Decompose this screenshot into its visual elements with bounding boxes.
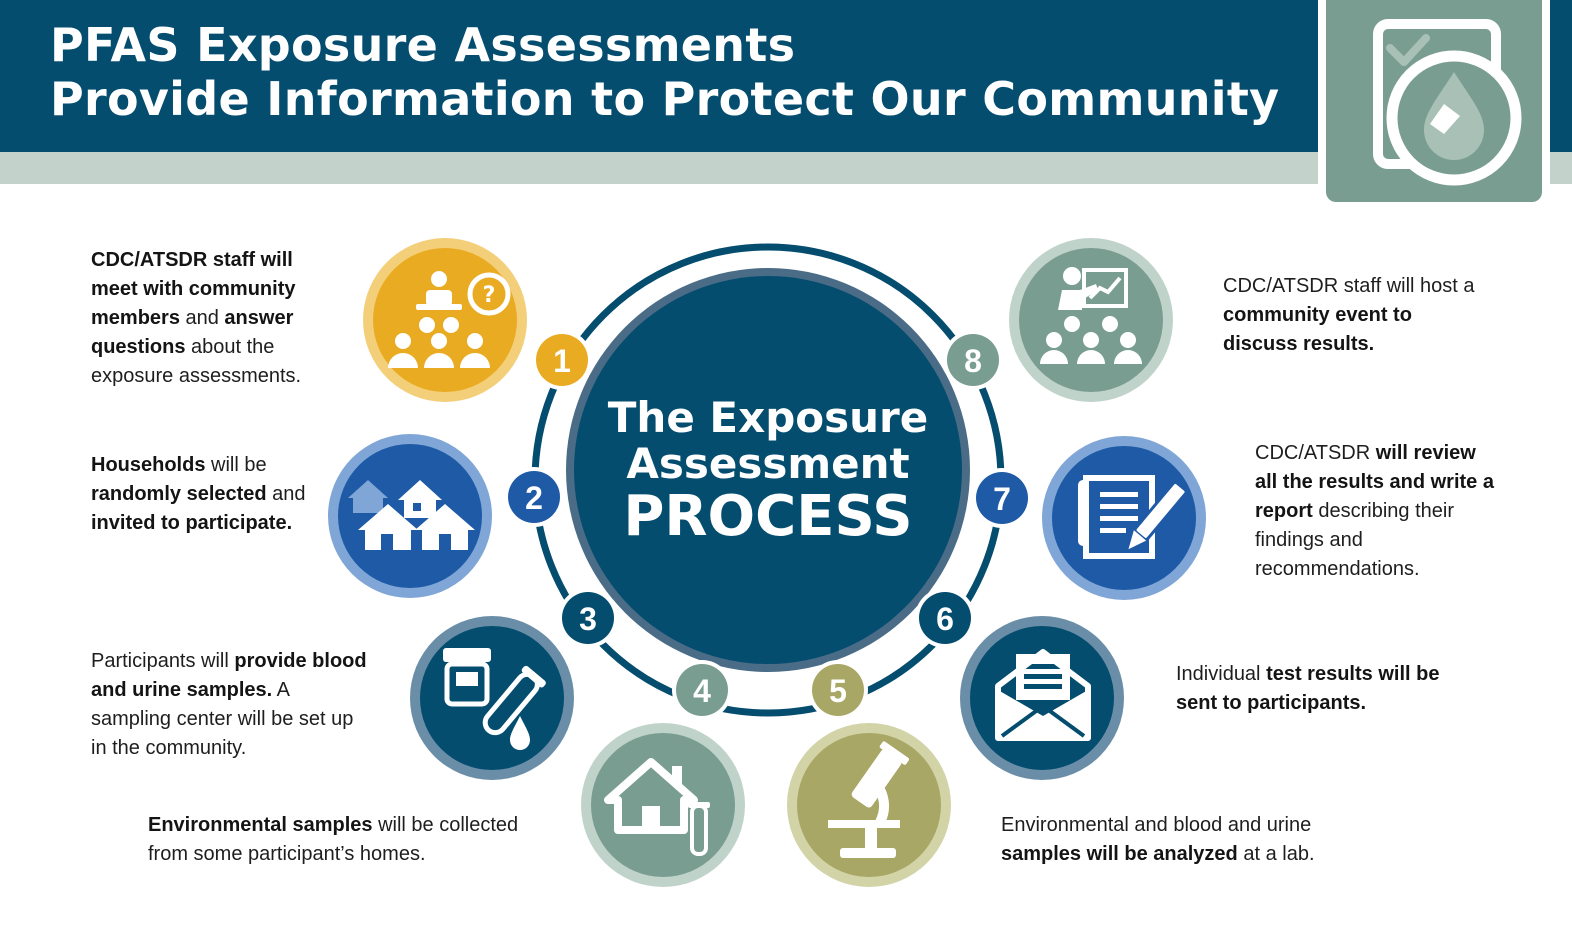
svg-text:1: 1 (553, 343, 571, 379)
microscope-icon (828, 741, 909, 858)
step-6-description: Individual test results will be sent to … (1176, 660, 1446, 718)
step-3-badge: 3 (558, 588, 618, 648)
svg-text:2: 2 (525, 480, 543, 516)
description-run: answer questions (91, 307, 294, 358)
step-1-badge: 1 (532, 330, 592, 390)
step-4-icon-circle (581, 723, 745, 887)
sample-collection-icon (443, 648, 546, 750)
description-run: CDC/ATSDR (1255, 442, 1376, 464)
center-title-line-2: Assessment (626, 439, 910, 488)
description-run: describing their findings and recommenda… (1255, 500, 1454, 580)
svg-text:8: 8 (964, 343, 982, 379)
description-run: provide blood and urine samples. (91, 650, 367, 701)
description-run: Participants will (91, 650, 235, 672)
description-run: about the exposure assessments. (91, 336, 302, 387)
svg-text:6: 6 (936, 601, 954, 637)
title-line-1: PFAS Exposure Assessments (50, 18, 796, 72)
svg-text:?: ? (483, 283, 496, 308)
step-2-badge: 2 (504, 467, 564, 527)
community-meeting-icon: ? (388, 271, 511, 368)
mail-icon (995, 649, 1091, 741)
svg-text:4: 4 (693, 673, 711, 709)
description-run: A sampling center will be set up in the … (91, 679, 354, 759)
step-5-badge: 5 (808, 660, 868, 720)
step-4-badge: 4 (672, 660, 732, 720)
step-7-badge: 7 (972, 468, 1032, 528)
description-run: will be collected from some participant’… (148, 814, 519, 865)
center-title-line-1: The Exposure (607, 393, 929, 442)
description-run: and (179, 307, 225, 329)
houses-icon (348, 480, 475, 550)
description-run: will review all the results and write a … (1255, 442, 1494, 522)
description-run: and (266, 483, 306, 505)
description-run: Environmental samples (148, 814, 373, 836)
svg-text:7: 7 (993, 481, 1011, 517)
header-banner (0, 0, 1572, 152)
header-strip (0, 152, 1572, 184)
description-run: CDC/ATSDR staff will host a (1223, 275, 1475, 297)
center-title: The Exposure Assessment PROCESS (568, 395, 968, 547)
step-8-icon-circle (1009, 238, 1173, 402)
step-6-badge: 6 (915, 588, 975, 648)
logo (1318, 0, 1550, 210)
step-3-description: Participants will provide blood and urin… (91, 647, 371, 763)
step-8-description: CDC/ATSDR staff will host a community ev… (1223, 272, 1488, 359)
step-5-description: Environmental and blood and urine sample… (1001, 811, 1361, 869)
svg-text:5: 5 (829, 673, 847, 709)
home-sample-icon (604, 758, 710, 856)
center-circle (574, 276, 962, 664)
step-2-description: Households will be randomly selected and… (91, 451, 306, 538)
description-run: samples will be analyzed (1001, 843, 1238, 865)
page-title: PFAS Exposure Assessments Provide Inform… (50, 18, 1279, 126)
description-run: randomly selected (91, 483, 267, 505)
step-1-description: CDC/ATSDR staff will meet with community… (91, 246, 331, 391)
step-8-badge: 8 (943, 330, 1003, 390)
description-run: Environmental and blood and urine (1001, 814, 1312, 836)
title-line-2: Provide Information to Protect Our Commu… (50, 72, 1280, 126)
step-3-icon-circle (410, 616, 574, 780)
description-run: Households (91, 454, 206, 476)
step-4-description: Environmental samples will be collected … (148, 811, 548, 869)
description-run: community event to discuss results. (1223, 304, 1412, 355)
description-run: will be (205, 454, 267, 476)
presentation-icon (1040, 267, 1142, 364)
center-title-line-3: PROCESS (623, 484, 913, 549)
report-icon (1078, 475, 1188, 559)
step-7-description: CDC/ATSDR will review all the results an… (1255, 439, 1495, 584)
description-run: CDC/ATSDR staff will meet with community… (91, 249, 296, 329)
description-run: invited to participate. (91, 512, 293, 534)
description-run: test results will be sent to participant… (1176, 663, 1440, 714)
svg-text:3: 3 (579, 601, 597, 637)
checked-water-drop-icon (1373, 19, 1522, 186)
description-run: at a lab. (1237, 843, 1315, 865)
description-run: Individual (1176, 663, 1267, 685)
